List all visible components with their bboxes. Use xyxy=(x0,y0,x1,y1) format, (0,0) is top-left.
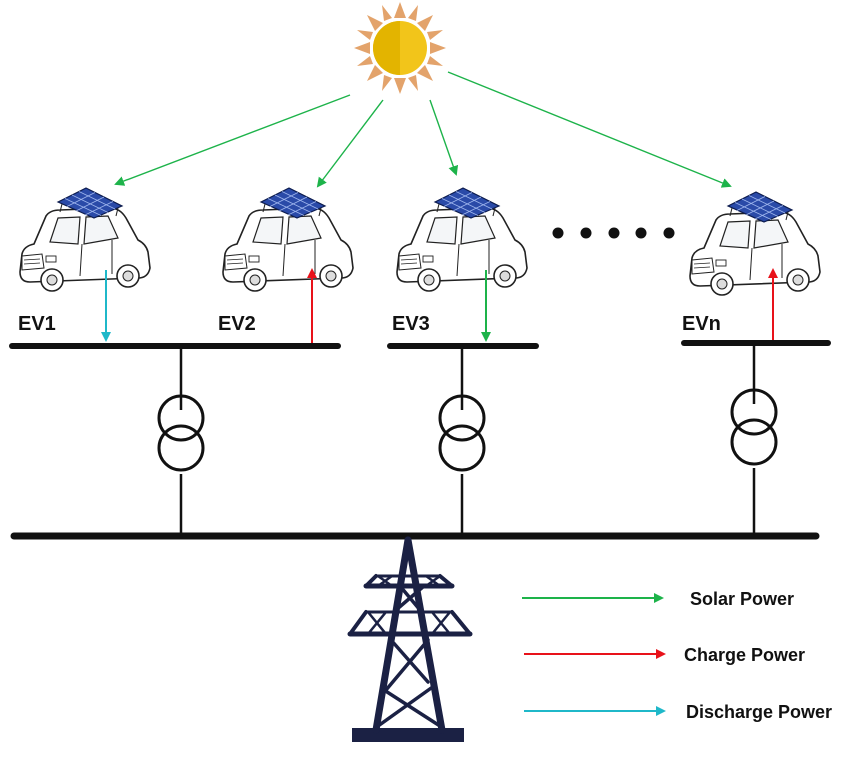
evn-label: EVn xyxy=(682,313,721,335)
ev1-car-icon xyxy=(19,187,151,292)
sun-icon xyxy=(354,2,446,94)
ev3-label: EV3 xyxy=(392,313,430,335)
ellipsis-dots xyxy=(552,227,675,239)
solar-arrow-evn xyxy=(447,71,732,188)
transmission-tower-icon xyxy=(347,536,473,742)
solar-arrow-ev1 xyxy=(114,94,351,186)
ev3-car-icon xyxy=(396,187,528,292)
solar-arrow-ev2 xyxy=(316,99,384,188)
ev2-label: EV2 xyxy=(218,313,256,335)
legend-charge-label: Charge Power xyxy=(684,645,805,665)
ev1-label: EV1 xyxy=(18,313,56,335)
solar-arrow-ev3 xyxy=(429,99,459,176)
ev2-car-icon xyxy=(222,187,354,292)
legend: Solar Power Charge Power Discharge Power xyxy=(522,589,832,722)
evn-car-icon xyxy=(689,191,821,296)
legend-discharge-label: Discharge Power xyxy=(686,702,832,722)
legend-solar-label: Solar Power xyxy=(690,589,794,609)
